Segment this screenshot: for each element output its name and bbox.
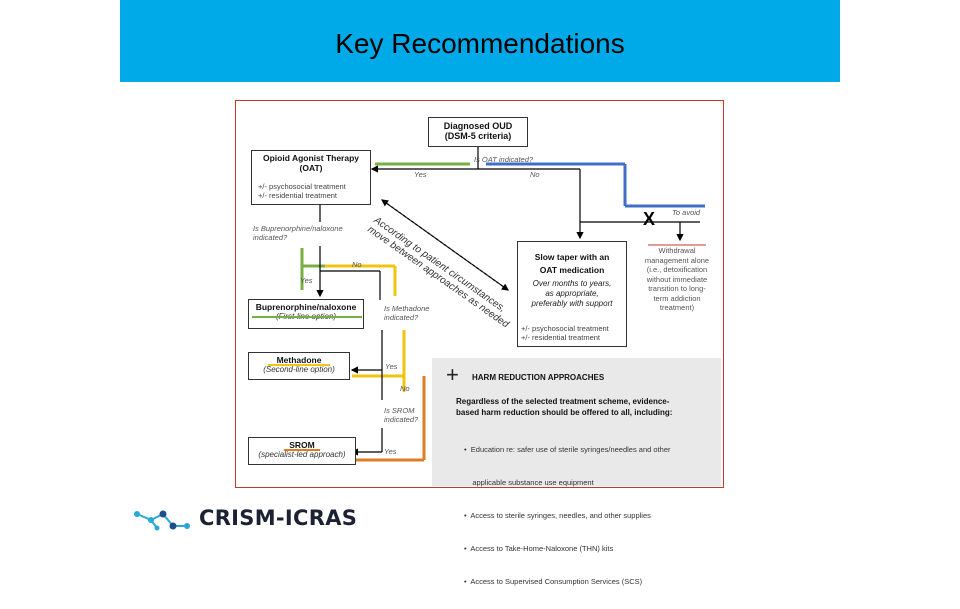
taper-sub3: preferably with support	[531, 299, 613, 308]
no-label-2: No	[352, 260, 362, 269]
bup-title: Buprenorphine/naloxone	[255, 302, 357, 312]
network-dots-icon	[134, 510, 190, 531]
srom-subtitle: (specialist-led approach)	[258, 450, 346, 459]
harm-item-4: • Access to Supervised Consumption Servi…	[464, 577, 643, 586]
slide-title: Key Recommendations	[335, 28, 625, 59]
crism-logo: CRISM-ICRAS	[133, 502, 373, 536]
harm-item-1: • Education re: safer use of sterile syr…	[464, 445, 671, 454]
no-label-3: No	[400, 384, 410, 393]
meth-yellow-underline	[268, 364, 330, 366]
oud-line1: Diagnosed OUD	[443, 121, 513, 131]
q-bup-label: Is Buprenorphine/naloxone indicated?	[253, 224, 343, 242]
q-oat-label: Is OAT indicated?	[474, 155, 534, 164]
avoid-x-mark: X	[643, 209, 656, 229]
q-meth-label: Is Methadone indicated?	[384, 304, 430, 322]
harm-reduction-panel: + HARM REDUCTION APPROACHES Regardless o…	[432, 358, 721, 586]
yes-label-2: Yes	[300, 276, 313, 285]
withdrawal-l5: transition to long-	[648, 284, 706, 293]
taper-sub2: as appropriate,	[545, 289, 599, 298]
harm-item-2: • Access to sterile syringes, needles, a…	[464, 511, 651, 520]
oat-pm1: +/- psychosocial treatment	[258, 182, 346, 191]
avoid-label: To avoid	[672, 208, 701, 217]
harm-item-1b: applicable substance use equipment	[464, 478, 594, 487]
harm-intro2: based harm reduction should be offered t…	[456, 408, 673, 417]
logo-text: CRISM-ICRAS	[199, 506, 358, 530]
bup-green-underline	[252, 316, 362, 318]
withdrawal-l3: (i.e., detoxification	[646, 265, 708, 274]
q-srom-label: Is SROM indicated?	[384, 406, 419, 424]
yes-label-3: Yes	[385, 362, 398, 371]
withdrawal-note: Withdrawal management alone (i.e., detox…	[640, 246, 714, 313]
taper-sub1: Over months to years,	[532, 279, 612, 288]
srom-orange-underline	[284, 449, 320, 451]
taper-title2: OAT medication	[539, 265, 605, 275]
no-label-1: No	[530, 170, 540, 179]
meth-title: Methadone	[276, 355, 322, 365]
srom-box: SROM (specialist-led approach)	[248, 437, 356, 465]
oat-title: Opioid Agonist Therapy	[262, 153, 360, 163]
withdrawal-l2: management alone	[644, 255, 710, 265]
withdrawal-l6: term addiction	[653, 293, 701, 303]
title-bar: Key Recommendations	[120, 0, 840, 82]
yes-label-4: Yes	[384, 447, 397, 456]
withdrawal-l1: Withdrawal	[658, 246, 696, 255]
yes-label-1: Yes	[414, 170, 427, 179]
diagnosed-oud-box: Diagnosed OUD (DSM-5 criteria)	[428, 117, 528, 147]
oat-subtitle: (OAT)	[299, 163, 323, 173]
harm-intro1: Regardless of the selected treatment sch…	[456, 397, 670, 406]
taper-title1: Slow taper with an	[534, 252, 610, 262]
oat-box: Opioid Agonist Therapy (OAT) +/- psychos…	[251, 150, 371, 205]
withdrawal-l7: treatment)	[659, 303, 695, 312]
srom-title: SROM	[289, 440, 315, 450]
meth-subtitle: (Second-line option)	[263, 365, 335, 374]
harm-plus-icon: +	[446, 362, 459, 387]
taper-pm2: +/- residential treatment	[521, 333, 600, 342]
harm-heading: HARM REDUCTION APPROACHES	[472, 373, 605, 382]
taper-pm1: +/- psychosocial treatment	[521, 324, 609, 333]
methadone-box: Methadone (Second-line option)	[248, 352, 350, 380]
slow-taper-box: Slow taper with an OAT medication Over m…	[517, 241, 627, 347]
oat-pm2: +/- residential treatment	[258, 191, 337, 200]
harm-item-3: • Access to Take-Home-Naloxone (THN) kit…	[464, 544, 614, 553]
oud-line2: (DSM-5 criteria)	[444, 131, 512, 141]
withdrawal-l4: without immediate	[646, 274, 708, 284]
buprenorphine-box: Buprenorphine/naloxone (First-line optio…	[248, 299, 364, 329]
